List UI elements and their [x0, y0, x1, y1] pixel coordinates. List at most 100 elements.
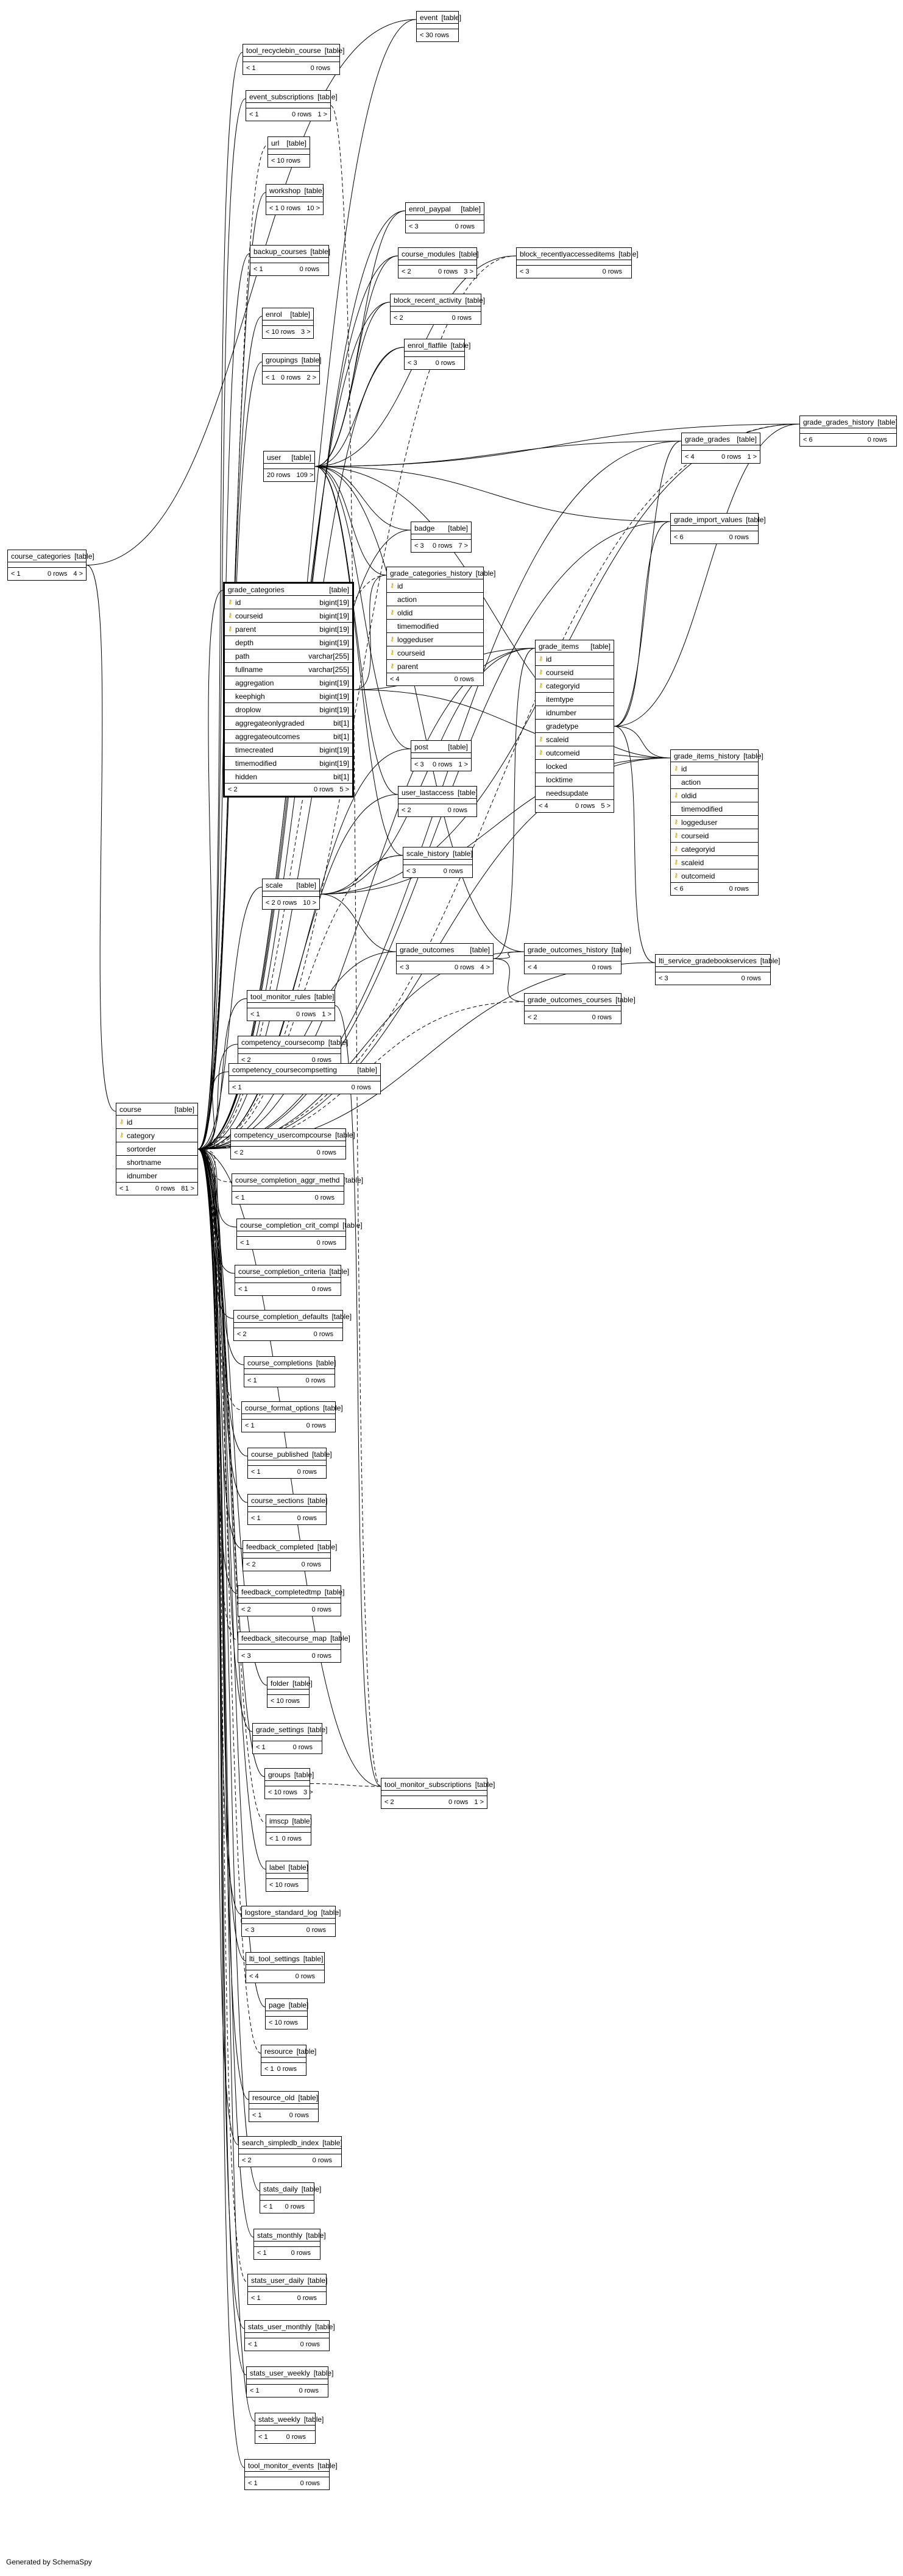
- child-count-link[interactable]: 1 >: [458, 760, 468, 768]
- parent-count-link[interactable]: < 1: [246, 64, 256, 72]
- parent-count-link[interactable]: < 6: [674, 885, 684, 893]
- table-name-link[interactable]: stats_user_daily: [251, 2276, 304, 2285]
- parent-count-link[interactable]: < 2: [237, 1330, 247, 1338]
- child-count-link[interactable]: 1 >: [747, 453, 757, 461]
- table-name-link[interactable]: workshop: [269, 186, 301, 195]
- table-name-link[interactable]: grade_outcomes_courses: [528, 996, 612, 1004]
- parent-count-link[interactable]: < 1: [235, 1194, 245, 1201]
- child-count-link[interactable]: 3 >: [303, 1788, 313, 1796]
- table-name-link[interactable]: grade_items: [539, 642, 579, 651]
- table-name-link[interactable]: grade_outcomes: [400, 946, 455, 954]
- table-name-link[interactable]: tool_recyclebin_course: [246, 46, 321, 55]
- child-count-link[interactable]: 3 >: [464, 267, 473, 275]
- parent-count-link[interactable]: < 1: [251, 1514, 261, 1522]
- table-name-link[interactable]: stats_monthly: [257, 2231, 303, 2240]
- table-name-link[interactable]: lti_tool_settings: [249, 1955, 300, 1963]
- table-name-link[interactable]: label: [269, 1863, 285, 1872]
- parent-count-link[interactable]: < 3: [414, 760, 424, 768]
- table-name-link[interactable]: grade_items_history: [674, 752, 740, 760]
- parent-count-link[interactable]: < 1: [251, 2294, 261, 2302]
- table-name-link[interactable]: event: [420, 13, 438, 22]
- table-name-link[interactable]: search_simpledb_index: [242, 2139, 319, 2147]
- child-count-link[interactable]: 81 >: [181, 1184, 194, 1192]
- table-name-link[interactable]: block_recentlyaccesseditems: [520, 250, 615, 258]
- parent-count-link[interactable]: < 3: [241, 1652, 251, 1660]
- parent-count-link[interactable]: < 1: [119, 1184, 129, 1192]
- parent-count-link[interactable]: < 2: [246, 1560, 256, 1568]
- parent-count-link[interactable]: < 4: [539, 802, 548, 810]
- table-name-link[interactable]: stats_daily: [263, 2185, 298, 2193]
- table-name-link[interactable]: course_completion_aggr_methd: [235, 1176, 340, 1184]
- parent-count-link[interactable]: < 1: [249, 110, 259, 118]
- table-name-link[interactable]: groups: [268, 1771, 291, 1779]
- parent-count-link[interactable]: < 6: [674, 533, 684, 541]
- child-count-link[interactable]: 5 >: [601, 802, 611, 810]
- parent-count-link[interactable]: < 2: [266, 899, 275, 907]
- parent-count-link[interactable]: < 2: [528, 1013, 537, 1021]
- parent-count-link[interactable]: < 3: [409, 222, 419, 230]
- table-name-link[interactable]: course_sections: [251, 1496, 304, 1505]
- table-name-link[interactable]: block_recent_activity: [394, 296, 462, 305]
- parent-count-link[interactable]: < 1: [250, 1010, 260, 1018]
- table-name-link[interactable]: course_categories: [11, 552, 71, 561]
- parent-count-link[interactable]: < 3: [408, 359, 417, 367]
- parent-count-link[interactable]: < 1: [264, 2065, 274, 2073]
- table-name-link[interactable]: course_completion_crit_compl: [240, 1221, 339, 1230]
- parent-count-link[interactable]: < 4: [390, 675, 400, 683]
- parent-count-link[interactable]: < 1: [266, 373, 275, 381]
- parent-count-link[interactable]: < 3: [414, 542, 424, 550]
- parent-count-link[interactable]: < 1: [232, 1083, 242, 1091]
- child-count-link[interactable]: 3 >: [301, 328, 311, 336]
- child-count-link[interactable]: 1 >: [474, 1798, 484, 1806]
- parent-count-link[interactable]: < 1: [268, 1788, 278, 1796]
- parent-count-link[interactable]: 2: [267, 471, 271, 479]
- table-name-link[interactable]: feedback_sitecourse_map: [241, 1634, 327, 1643]
- table-name-link[interactable]: imscp: [269, 1817, 289, 1825]
- parent-count-link[interactable]: < 1: [248, 2340, 258, 2348]
- table-name-link[interactable]: folder: [271, 1679, 289, 1688]
- parent-count-link[interactable]: < 2: [241, 1056, 251, 1064]
- table-name-link[interactable]: stats_user_weekly: [250, 2369, 310, 2377]
- table-name-link[interactable]: course_format_options: [245, 1404, 320, 1412]
- table-name-link[interactable]: badge: [414, 524, 435, 533]
- parent-count-link[interactable]: < 1: [271, 157, 281, 165]
- parent-count-link[interactable]: < 1: [257, 2249, 267, 2257]
- parent-count-link[interactable]: < 1: [253, 265, 263, 273]
- parent-count-link[interactable]: < 1: [238, 1285, 248, 1293]
- parent-count-link[interactable]: < 3: [420, 31, 430, 39]
- table-name-link[interactable]: grade_categories_history: [390, 569, 472, 578]
- parent-count-link[interactable]: < 4: [685, 453, 695, 461]
- parent-count-link[interactable]: < 4: [249, 1972, 259, 1980]
- parent-count-link[interactable]: < 2: [228, 785, 238, 793]
- parent-count-link[interactable]: < 2: [242, 2156, 252, 2164]
- parent-count-link[interactable]: < 1: [258, 2433, 268, 2441]
- table-name-link[interactable]: course_completion_criteria: [238, 1267, 326, 1276]
- table-name-link[interactable]: competency_coursecompsetting: [232, 1066, 338, 1074]
- table-name-link[interactable]: enrol: [266, 310, 282, 319]
- child-count-link[interactable]: 10 >: [306, 204, 320, 212]
